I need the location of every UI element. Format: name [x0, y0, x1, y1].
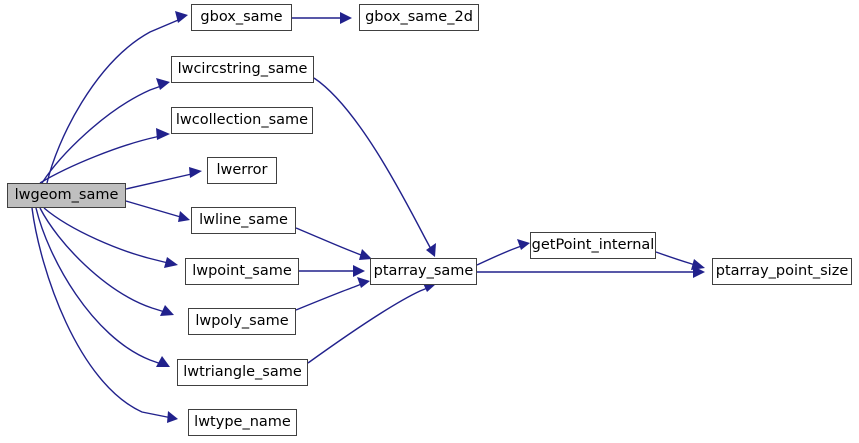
graph-edge-arrowhead — [156, 356, 170, 367]
graph-node-label: ptarray_point_size — [715, 262, 849, 279]
graph-edge — [41, 84, 165, 184]
graph-edge-arrowhead — [167, 411, 178, 423]
graph-edge — [43, 207, 173, 265]
graph-node-label: gbox_same_2d — [365, 8, 473, 25]
graph-edge — [295, 227, 367, 258]
graph-edge — [307, 286, 431, 364]
graph-edge-arrowhead — [156, 128, 170, 140]
graph-node-label: ptarray_same — [373, 262, 474, 279]
graph-node-lwtype_name[interactable]: lwtype_name — [188, 409, 297, 436]
graph-edge-arrowhead — [340, 12, 352, 24]
graph-node-lwpoint_same[interactable]: lwpoint_same — [185, 258, 299, 285]
graph-node-ptarray_same[interactable]: ptarray_same — [370, 258, 477, 285]
graph-node-lwcircstring_same[interactable]: lwcircstring_same — [171, 56, 314, 83]
graph-edge — [655, 251, 699, 267]
graph-edge — [476, 244, 525, 266]
graph-node-lwtriangle_same[interactable]: lwtriangle_same — [177, 359, 308, 386]
graph-edge-arrowhead — [517, 239, 530, 250]
graph-edge-arrowhead — [160, 305, 174, 316]
graph-edge — [46, 17, 184, 184]
graph-node-label: lwcollection_same — [175, 111, 309, 128]
graph-node-lwline_same[interactable]: lwline_same — [191, 207, 296, 234]
graph-node-label: lwline_same — [199, 211, 288, 228]
graph-node-label: lwtype_name — [194, 413, 291, 430]
graph-edge-arrowhead — [426, 243, 436, 257]
graph-edge — [125, 172, 197, 190]
graph-node-lwpoly_same[interactable]: lwpoly_same — [188, 308, 296, 335]
graph-edge — [125, 200, 185, 219]
graph-edge — [39, 134, 165, 184]
graph-edge-arrowhead — [359, 249, 372, 260]
graph-node-label: lwtriangle_same — [183, 363, 302, 380]
graph-node-ptarray_point_size[interactable]: ptarray_point_size — [712, 258, 852, 285]
graph-node-label: getPoint_internal — [531, 236, 655, 253]
graph-node-getPoint_internal[interactable]: getPoint_internal — [530, 232, 656, 259]
graph-node-label: lwpoly_same — [195, 312, 289, 329]
graph-edge-arrowhead — [164, 257, 178, 268]
graph-node-label: gbox_same — [200, 8, 283, 25]
graph-node-label: lwpoint_same — [192, 262, 292, 279]
graph-node-lwcollection_same[interactable]: lwcollection_same — [171, 107, 313, 134]
graph-node-label: lwgeom_same — [14, 186, 119, 203]
graph-node-label: lwerror — [216, 161, 268, 178]
graph-edge-arrowhead — [353, 265, 365, 277]
graph-edge — [295, 282, 365, 311]
graph-node-gbox_same[interactable]: gbox_same — [191, 4, 292, 31]
graph-node-gbox_same_2d[interactable]: gbox_same_2d — [359, 4, 479, 31]
graph-edge-arrowhead — [175, 11, 188, 23]
graph-edge-arrowhead — [691, 259, 705, 270]
graph-edge-arrowhead — [178, 211, 190, 222]
graph-node-lwgeom_same[interactable]: lwgeom_same — [7, 183, 126, 208]
graph-node-lwerror[interactable]: lwerror — [207, 157, 277, 184]
graph-edge-arrowhead — [189, 167, 202, 178]
graph-edge-arrowhead — [156, 78, 170, 90]
graph-node-label: lwcircstring_same — [177, 60, 308, 77]
graph-edge — [313, 77, 433, 252]
graph-edge — [31, 207, 173, 419]
graph-edge-arrowhead — [357, 277, 370, 288]
graph-edge — [39, 207, 169, 314]
graph-edge — [35, 207, 165, 366]
